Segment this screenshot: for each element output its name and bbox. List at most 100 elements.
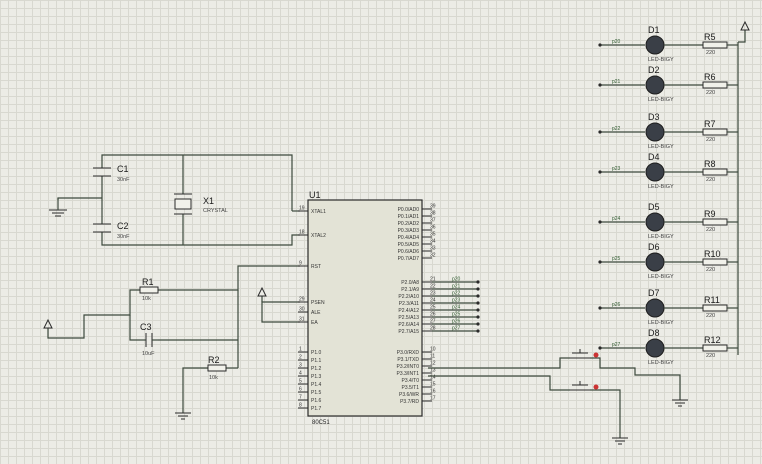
junction-dot <box>476 315 480 319</box>
pin-number: 25 <box>430 305 436 311</box>
resistor-value: 220 <box>706 267 715 273</box>
pin-number: 34 <box>430 239 436 245</box>
mcu-pin[interactable]: 2P1.1 <box>298 355 322 365</box>
led-ref: D6 <box>648 242 660 252</box>
resistor-value: 220 <box>706 313 715 319</box>
mcu-pin[interactable]: 8P1.7 <box>298 403 322 413</box>
pin-number: 31 <box>299 317 305 323</box>
mcu-u1[interactable]: U1 80C51 19XTAL118XTAL29RST29PSEN30ALE31… <box>298 190 436 426</box>
pin-number: 21 <box>430 277 436 283</box>
pin-number: 11 <box>430 354 435 360</box>
capacitor-c2[interactable]: C2 30nF <box>93 221 130 240</box>
resistor-r1[interactable]: R1 10k <box>139 277 159 302</box>
resistor-r5[interactable]: R5 220 <box>702 32 728 56</box>
net-label: p21 <box>452 284 461 290</box>
led-net-label: p22 <box>612 126 621 132</box>
resistor-value: 220 <box>706 50 715 56</box>
capacitor-c3[interactable]: C3 10uF <box>140 322 158 357</box>
pin-number: 30 <box>299 307 305 313</box>
resistor-ref: R9 <box>704 209 716 219</box>
junction-dot <box>598 83 602 87</box>
resistor-ref: R5 <box>704 32 716 42</box>
mcu-pin[interactable]: 4P1.3 <box>298 371 322 381</box>
pin-name: P0.3/AD3 <box>398 228 420 234</box>
pin-name: P1.2 <box>311 366 322 372</box>
led-type: LED-BIGY <box>648 144 674 150</box>
net-stub: p23 <box>432 298 480 305</box>
resistor-ref: R11 <box>704 295 720 305</box>
capacitor-c1[interactable]: C1 30nF <box>93 164 130 183</box>
crystal-x1[interactable]: X1 CRYSTAL <box>174 193 228 215</box>
net-stub: p20 <box>432 277 480 284</box>
mcu-pin[interactable]: 5P1.4 <box>298 379 322 389</box>
ground-symbol <box>49 198 67 217</box>
led-net-label: p27 <box>612 342 621 348</box>
mcu-pin[interactable]: 6P1.5 <box>298 387 322 397</box>
resistor-r2[interactable]: R2 10k <box>207 355 227 381</box>
junction-dot <box>598 306 602 310</box>
pin-name: P2.4/A12 <box>398 308 419 314</box>
resistor-value: 220 <box>706 177 715 183</box>
led-ref: D1 <box>648 25 660 35</box>
junction-dot <box>476 308 480 312</box>
push-buttons <box>428 349 688 445</box>
ground-symbol <box>672 399 688 407</box>
resistor-r11[interactable]: R11 220 <box>702 295 728 319</box>
net-stub: p26 <box>432 319 480 326</box>
push-button-1[interactable] <box>570 349 599 359</box>
power-terminal-icon <box>43 318 53 329</box>
power-terminal-icon <box>257 286 267 297</box>
mcu-pin[interactable]: 1P1.0 <box>298 347 322 357</box>
pin-number: 23 <box>430 291 436 297</box>
resistor-value: 220 <box>706 90 715 96</box>
push-button-2[interactable] <box>570 381 599 391</box>
mcu-pin[interactable]: 7P1.6 <box>298 395 322 405</box>
mcu-pin[interactable]: 3P1.2 <box>298 363 322 373</box>
